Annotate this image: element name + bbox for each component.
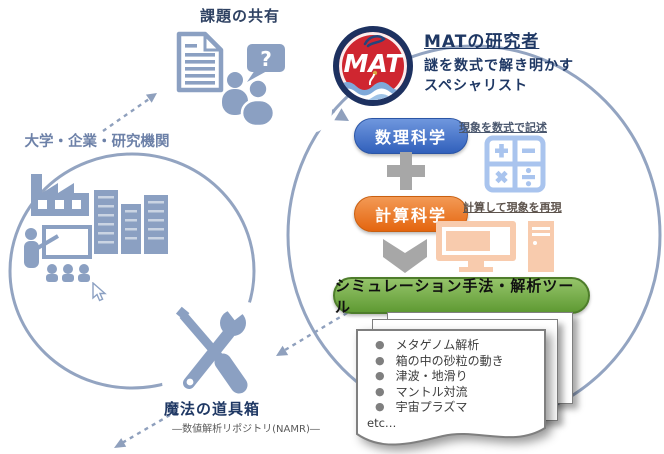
arrowhead-2 [334, 108, 349, 121]
plus-icon [387, 152, 425, 190]
problem-sharing-card: ? [166, 27, 332, 133]
example-item-text: 津波・地滑り [395, 369, 468, 384]
university-group-label: 大学・企業・研究機関 [24, 134, 170, 150]
example-item-text: マントル対流 [395, 384, 468, 399]
example-item: ● マントル対流 [367, 384, 542, 400]
example-item: ● メタゲノム解析 [367, 337, 542, 353]
mat-logo-waves [339, 82, 407, 100]
bullet-icon: ● [375, 353, 385, 367]
toolbox-card [162, 302, 262, 398]
factory-icon [31, 174, 89, 216]
bullet-icon: ● [375, 338, 385, 352]
tools-icon [175, 306, 248, 394]
arrowhead-4 [114, 438, 127, 448]
dashed-arrow-univ-to-problem [102, 98, 150, 132]
paper-sheet-front [356, 329, 546, 446]
down-arrow-icon [383, 239, 427, 273]
toolbox-repository-note: ―数値解析リポジトリ(NAMR)― [172, 424, 320, 435]
example-item-text: メタゲノム解析 [395, 338, 480, 353]
simulation-tools-pill: シミュレーション手法・解析ツール [333, 277, 590, 316]
bullet-icon: ● [375, 384, 385, 398]
computer-icon [436, 221, 554, 272]
bullet-icon: ● [375, 369, 385, 383]
arrowhead-1 [145, 93, 157, 103]
buildings-icon [94, 190, 168, 254]
mat-logo: MAT [333, 26, 413, 106]
document-discussion-icon: ? [176, 31, 285, 128]
example-etc: etc… [367, 415, 397, 430]
mat-researchers-subtitle-line1: 謎を数式で解き明かす [424, 58, 574, 74]
mat-researchers-subtitle-line2: スペシャリスト [424, 78, 529, 94]
math-science-pill: 数理科学 [354, 118, 468, 154]
mat-logo-dragon [363, 35, 386, 48]
examples-paper-stack: ● メタゲノム解析 ● 箱の中の砂粒の動き ● 津波・地滑り ● マントル対流 ● 宇宙プ… [353, 310, 595, 454]
mat-logo-figure [368, 70, 378, 86]
example-item: ● 津波・地滑り [367, 368, 542, 384]
mat-researchers-title: MATの研究者 [424, 32, 540, 52]
bullet-icon: ● [375, 400, 385, 414]
dashed-arrow-tools-to-toolbox [284, 311, 348, 352]
examples-list: ● メタゲノム解析 ● 箱の中の砂粒の動き ● 津波・地滑り ● マントル対流 ● 宇宙プ… [367, 337, 542, 430]
example-item: ● 箱の中の砂粒の動き [367, 353, 542, 369]
math-science-note: 現象を数式で記述 [459, 121, 547, 134]
mouse-cursor-icon [92, 282, 107, 302]
left-cycle-circle [8, 152, 256, 390]
question-mark-glyph: ? [260, 47, 272, 71]
arrowhead-3 [276, 345, 289, 356]
computational-science-note: 計算して現象を再現 [463, 201, 562, 214]
example-item-text: 箱の中の砂粒の動き [395, 353, 504, 368]
example-item-text: 宇宙プラズマ [395, 400, 468, 415]
dashed-arrow-toolbox-to-univ [121, 413, 171, 445]
classroom-icon [24, 225, 92, 282]
toolbox-label: 魔法の道具箱 [163, 400, 260, 418]
example-item: ● 宇宙プラズマ [367, 399, 542, 415]
problem-sharing-label: 課題の共有 [199, 7, 280, 25]
calculator-icon [484, 135, 546, 193]
